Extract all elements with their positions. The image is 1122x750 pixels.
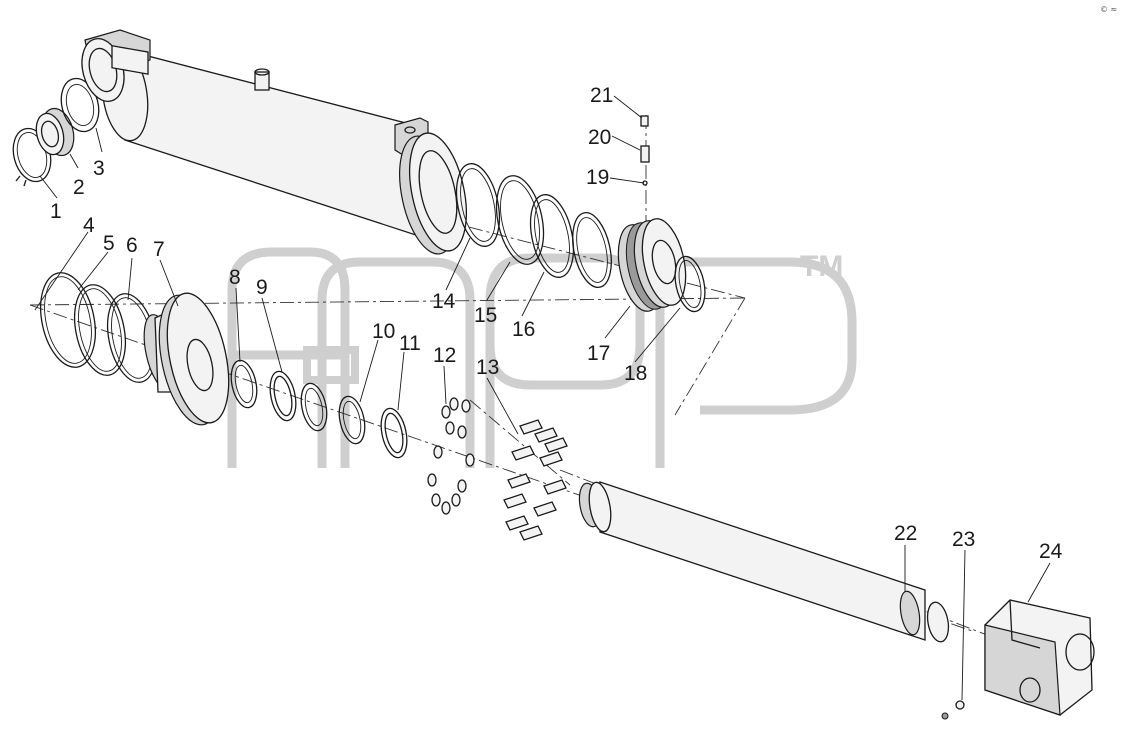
- corner-mark: © ≈: [1100, 5, 1117, 14]
- part-24-clevis: [984, 599, 1095, 716]
- callout-17: 17: [587, 342, 610, 365]
- part-18-oring: [674, 255, 706, 313]
- part-22-piston-rod: [578, 481, 950, 643]
- part-14-seal: [455, 163, 501, 247]
- part-16-seal: [529, 194, 575, 278]
- callout-1: 1: [50, 200, 62, 223]
- callout-9: 9: [256, 276, 268, 299]
- part-4-seal: [40, 272, 96, 368]
- part-5-seal: [74, 284, 126, 376]
- callout-labels: 1 2 3 4 5 6 7 8 9 10 11 12 13 14 15 16 1…: [50, 84, 1063, 563]
- part-2-bushing: [35, 107, 75, 157]
- callout-19: 19: [586, 166, 609, 189]
- part-17-piston: [617, 218, 687, 312]
- callout-4: 4: [83, 214, 95, 237]
- callout-14: 14: [432, 290, 456, 313]
- watermark-logo: TM: [227, 247, 857, 468]
- callout-3: 3: [93, 157, 105, 180]
- part-9b-seal: [300, 382, 328, 432]
- callout-16: 16: [512, 318, 535, 341]
- callout-6: 6: [126, 234, 138, 257]
- callout-13: 13: [476, 356, 499, 379]
- callout-18: 18: [624, 362, 647, 385]
- part-13-bolts: [503, 419, 568, 541]
- barrel-flange: [399, 132, 467, 255]
- part-7-gland-head: [143, 292, 230, 426]
- part-16b-ring: [572, 211, 612, 289]
- callout-24: 24: [1039, 540, 1063, 563]
- leader-lines: [34, 95, 1051, 701]
- callout-8: 8: [229, 266, 241, 289]
- part-10-seal: [338, 395, 366, 445]
- callout-15: 15: [474, 304, 497, 327]
- part-15-seal: [495, 175, 545, 265]
- callout-5: 5: [103, 232, 115, 255]
- callout-7: 7: [153, 238, 165, 261]
- part-12-washers: [427, 397, 475, 515]
- callout-12: 12: [433, 344, 456, 367]
- part-11-seal: [380, 407, 408, 459]
- part-3-ring: [60, 77, 100, 133]
- part-8-seal: [230, 359, 258, 409]
- part-20-pin: [640, 145, 650, 163]
- callout-11: 11: [399, 332, 421, 355]
- part-9-seal: [269, 370, 297, 422]
- watermark-trademark: TM: [800, 250, 843, 283]
- cylinder-barrel: [81, 29, 429, 239]
- callout-20: 20: [588, 126, 611, 149]
- part-21-screw: [640, 115, 649, 127]
- callout-23: 23: [952, 528, 975, 551]
- callout-22: 22: [894, 522, 917, 545]
- callout-21: 21: [590, 84, 613, 107]
- callout-2: 2: [73, 176, 85, 199]
- callout-10: 10: [372, 320, 395, 343]
- part-23-grease-fitting: [941, 700, 965, 720]
